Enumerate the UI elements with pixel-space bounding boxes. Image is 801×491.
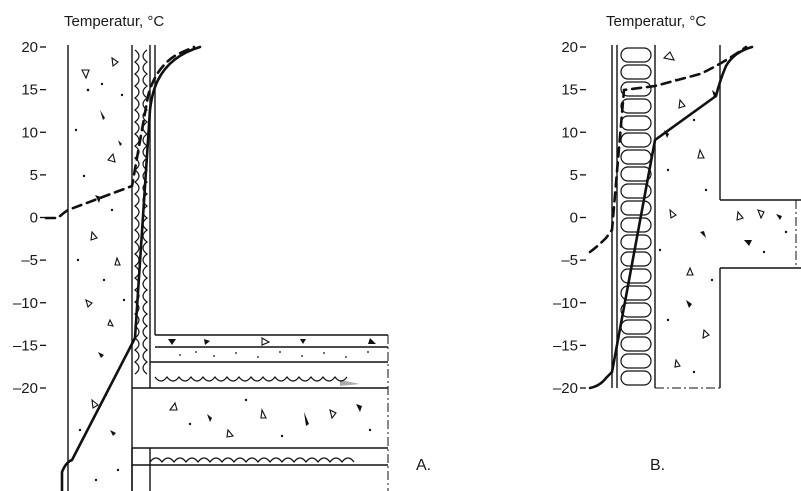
panel-a-tick-label: 10	[21, 124, 38, 141]
panel-b-ticks: 20 15 10 5 0 –5 –10 –15 –20	[553, 39, 586, 397]
panel-a-insulation-floor-2	[149, 457, 355, 463]
insulation-cell	[620, 336, 652, 352]
panel-b-tick-label: 20	[561, 39, 578, 56]
insulation-cell	[620, 217, 652, 233]
insulation-cell	[620, 132, 652, 148]
panel-a-tick-label: 0	[30, 210, 38, 227]
panel-a-insulation-vertical	[134, 49, 140, 375]
insulation-cell	[620, 370, 652, 386]
panel-a-axis-title: Temperatur, °C	[64, 13, 164, 30]
panel-b-tick-label: 5	[570, 167, 578, 184]
panel-a-label: A.	[416, 457, 431, 474]
panel-b: Temperatur, °C 20 15 10 5 0 –5 –10 –15 –20	[553, 13, 801, 474]
panel-b-tick-label: 15	[561, 82, 578, 99]
panel-b-temperature-dashed	[588, 45, 748, 254]
panel-a-tick-label: 5	[30, 167, 38, 184]
insulation-cell	[620, 98, 652, 114]
insulation-cell	[620, 64, 652, 80]
insulation-cell	[620, 183, 652, 199]
panel-b-insulation	[620, 47, 652, 386]
panel-a-insulation-floor	[154, 376, 348, 382]
insulation-cell	[620, 285, 652, 301]
insulation-cell	[620, 251, 652, 267]
panel-b-tick-label: 0	[570, 210, 578, 227]
panel-b-tick-label: –15	[553, 337, 578, 354]
panel-b-axis-title: Temperatur, °C	[606, 13, 706, 30]
insulation-cell	[620, 115, 652, 131]
insulation-cell	[620, 47, 652, 63]
panel-b-tick-label: –10	[553, 295, 578, 312]
panel-a-tick-label: –20	[13, 380, 38, 397]
insulation-cell	[620, 353, 652, 369]
panel-b-label: B.	[650, 457, 665, 474]
insulation-cell	[620, 268, 652, 284]
insulation-cell	[620, 81, 652, 97]
panel-a-temperature-line	[60, 45, 202, 491]
panel-b-tick-label: –5	[561, 252, 578, 269]
panel-a-temperature-dashed	[44, 45, 196, 220]
panel-a-tick-label: 15	[21, 82, 38, 99]
panel-a-concrete-texture	[74, 56, 376, 482]
panel-b-tick-label: 10	[561, 124, 578, 141]
panel-a-wall	[67, 45, 389, 491]
insulation-cell	[620, 149, 652, 165]
panel-a-tick-label: –5	[21, 252, 38, 269]
insulation-cell	[620, 200, 652, 216]
panel-b-concrete-texture	[658, 51, 788, 374]
insulation-cell	[620, 166, 652, 182]
panel-a-ticks: 20 15 10 5 0 –5 –10 –15 –20	[13, 39, 46, 397]
panel-a-tick-label: –15	[13, 337, 38, 354]
panel-a-tick-label: 20	[21, 39, 38, 56]
panel-a-tick-label: –10	[13, 295, 38, 312]
panel-b-tick-label: –20	[553, 380, 578, 397]
panel-a: Temperatur, °C 20 15 10 5 0 –5 –10 –15 –20	[13, 13, 431, 491]
insulation-cell	[620, 302, 652, 318]
insulation-cell	[620, 319, 652, 335]
